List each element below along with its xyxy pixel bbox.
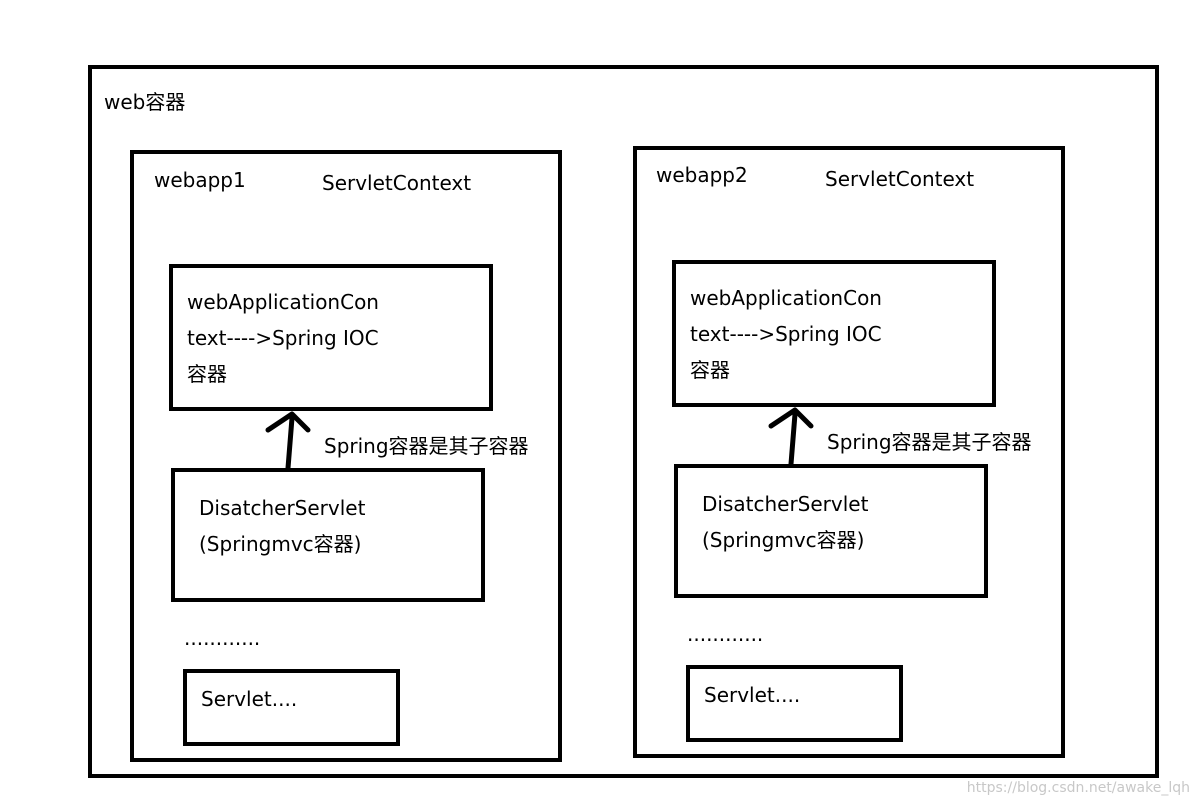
dispatcher-line: (Springmvc容器): [199, 532, 362, 556]
webapp1-dispatcher-text: DisatcherServlet (Springmvc容器): [199, 490, 365, 562]
webapp1-arrow: [265, 411, 311, 471]
webapp1-dispatcher-box: DisatcherServlet (Springmvc容器): [171, 468, 485, 602]
webapp2-title: webapp2: [656, 163, 748, 187]
webapp2-app-context-text: webApplicationCon text---->Spring IOC 容器: [690, 280, 882, 388]
webapp1-box: [130, 150, 562, 762]
webapp2-servletcontext-label: ServletContext: [825, 167, 975, 191]
app-context-line: text---->Spring IOC: [187, 326, 379, 350]
arrow-shaft: [788, 411, 798, 467]
webapp2-arrow: [768, 407, 814, 467]
webapp1-app-context-text: webApplicationCon text---->Spring IOC 容器: [187, 284, 379, 392]
watermark: https://blog.csdn.net/awake_lqh: [966, 780, 1190, 796]
arrow-shaft: [285, 415, 295, 471]
web-container-label: web容器: [104, 90, 186, 114]
webapp2-dispatcher-text: DisatcherServlet (Springmvc容器): [702, 486, 868, 558]
app-context-line: 容器: [690, 358, 730, 382]
app-context-line: webApplicationCon: [690, 286, 882, 310]
webapp1-ellipsis: ............: [184, 626, 261, 650]
app-context-line: 容器: [187, 362, 227, 386]
arrow-head: [265, 411, 311, 433]
webapp2-dispatcher-box: DisatcherServlet (Springmvc容器): [674, 464, 988, 598]
webapp1-app-context-box: webApplicationCon text---->Spring IOC 容器: [169, 264, 493, 411]
webapp1-arrow-label: Spring容器是其子容器: [324, 434, 529, 458]
webapp2-ellipsis: ............: [687, 622, 764, 646]
webapp2-app-context-box: webApplicationCon text---->Spring IOC 容器: [672, 260, 996, 407]
dispatcher-line: DisatcherServlet: [702, 492, 869, 516]
webapp1-servlet-label: Servlet....: [201, 687, 298, 711]
webapp1-title: webapp1: [154, 168, 246, 192]
webapp1-servlet-box: Servlet....: [183, 669, 400, 746]
arrow-head: [768, 407, 814, 429]
dispatcher-line: DisatcherServlet: [199, 496, 366, 520]
webapp1-servletcontext-label: ServletContext: [322, 171, 472, 195]
app-context-line: webApplicationCon: [187, 290, 379, 314]
webapp2-servlet-label: Servlet....: [704, 683, 801, 707]
webapp2-box: [633, 146, 1065, 758]
webapp2-servlet-box: Servlet....: [686, 665, 903, 742]
app-context-line: text---->Spring IOC: [690, 322, 882, 346]
dispatcher-line: (Springmvc容器): [702, 528, 865, 552]
webapp2-arrow-label: Spring容器是其子容器: [827, 430, 1032, 454]
